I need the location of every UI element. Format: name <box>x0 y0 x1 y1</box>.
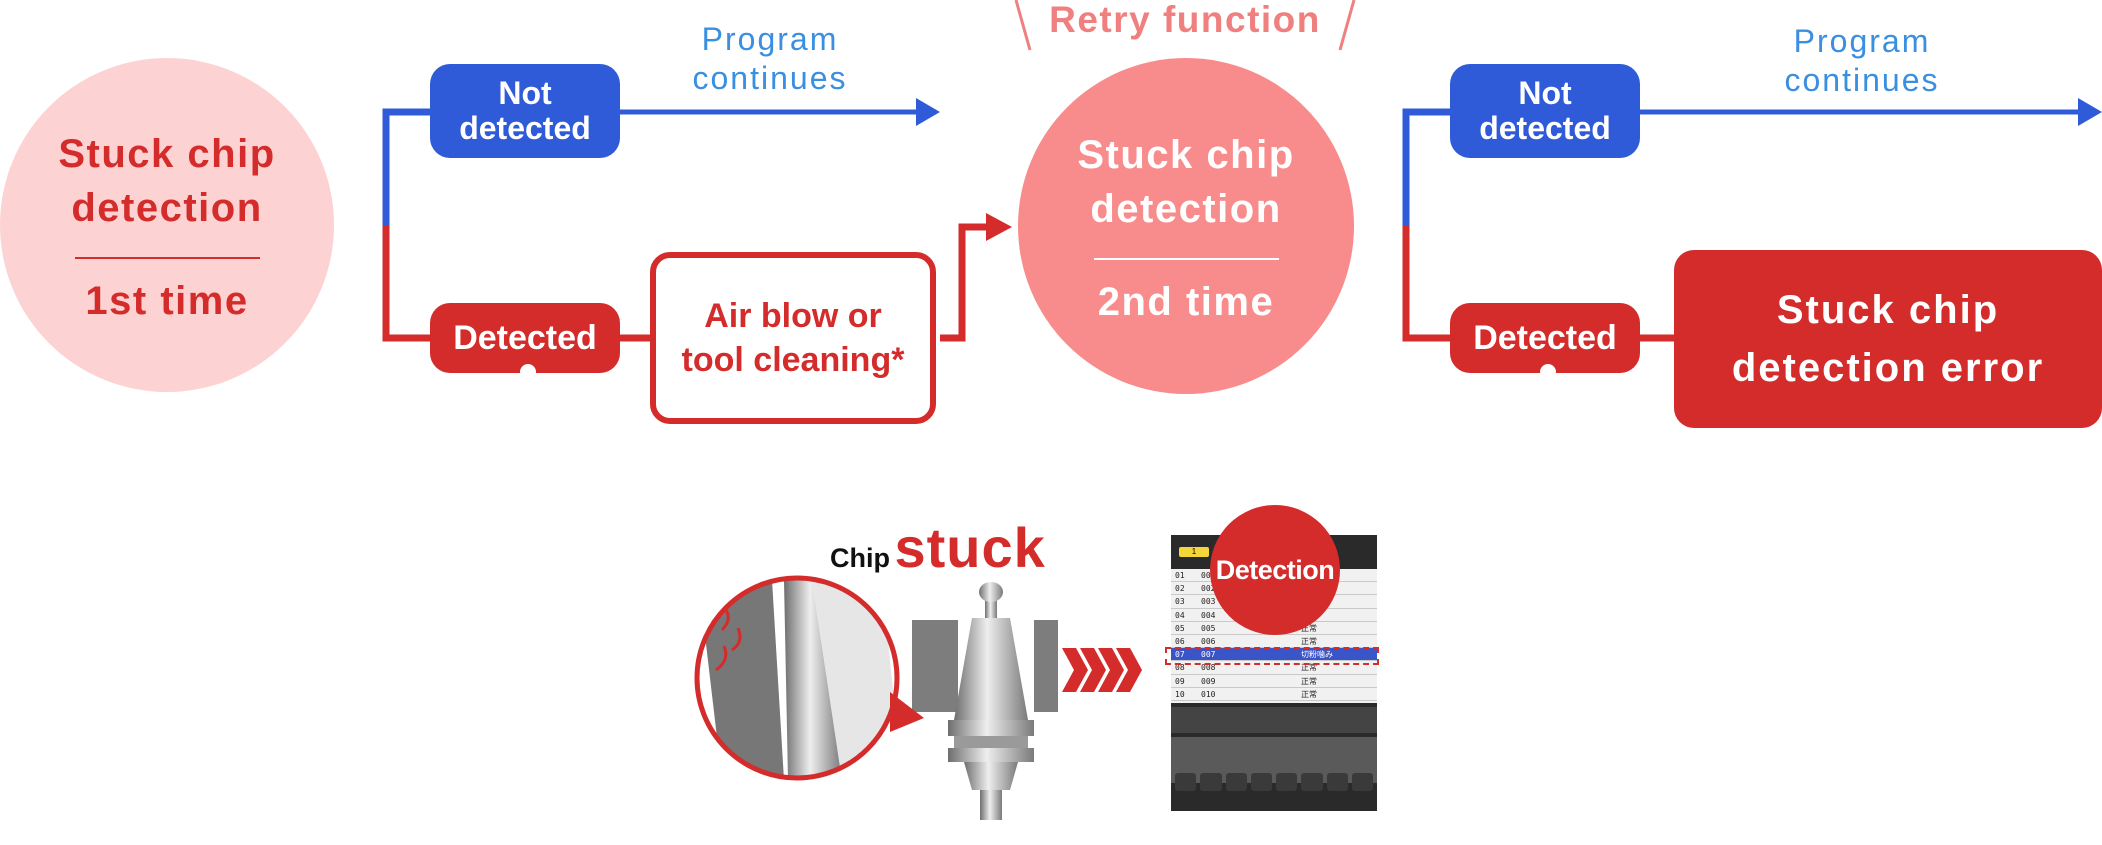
zoom-ring <box>694 575 900 781</box>
first-detection-title-line2: detection <box>71 186 263 230</box>
branch1-program-continues-label: Program continues <box>660 20 880 98</box>
branch2-continue-arrowhead <box>2078 98 2102 126</box>
branch1-detected-box: Detected <box>430 303 620 373</box>
screen-cell-id: 007 <box>1201 650 1216 660</box>
branch1-continue-arrowhead <box>916 98 940 126</box>
tool-holder-illustration <box>694 575 1058 820</box>
screen-highlight-dash <box>1165 647 1379 665</box>
detection-error-box: Stuck chip detection error <box>1674 250 2102 428</box>
detection-badge: Detection <box>1210 505 1340 635</box>
second-detection-title-line1: Stuck chip <box>1077 133 1295 177</box>
branch2-not-detected-line1: Not <box>1518 75 1572 111</box>
stuck-word: stuck <box>894 516 1046 579</box>
second-detection-subtitle: 2nd time <box>1097 280 1275 324</box>
screen-cell-id: 008 <box>1201 663 1216 673</box>
retry-function-label: Retry function <box>1049 0 1321 40</box>
branch1-blue-line <box>382 108 430 226</box>
screen-cell-no: 03 <box>1175 597 1185 607</box>
retry-arrowhead <box>986 213 1012 241</box>
branch2-detected-box: Detected <box>1450 303 1640 373</box>
detection-badge-label: Detection <box>1215 554 1335 585</box>
screen-table: 01001020020300304004正常05005正常06006正常0700… <box>1171 569 1377 703</box>
branch2-program-line2: continues <box>1784 62 1940 98</box>
screen-cell-no: 10 <box>1175 689 1185 699</box>
screen-cell-no: 09 <box>1175 676 1185 686</box>
screen-cell-no: 08 <box>1175 663 1185 673</box>
screen-cell-no: 01 <box>1175 571 1185 580</box>
second-detection-title-line2: detection <box>1090 187 1282 231</box>
action-line1: Air blow or <box>704 297 882 335</box>
screen-cell-id: 002 <box>1201 584 1216 594</box>
retry-right-slash <box>1338 0 1356 51</box>
screen-cell-no: 05 <box>1175 623 1185 633</box>
branch1-program-line1: Program <box>701 21 839 57</box>
screen-table-row: 09 009 正常 <box>1171 675 1377 688</box>
first-detection-title-line1: Stuck chip <box>58 132 276 176</box>
spindle-right-block <box>1034 620 1058 712</box>
branch2-detected-label: Detected <box>1473 318 1617 357</box>
retry-left-slash <box>1014 0 1032 51</box>
screen-cell-status: 正常 <box>1301 689 1317 699</box>
branch1-not-detected-box: Not detected <box>430 64 620 158</box>
screen-table-row: 07 007 切粉噛み <box>1171 648 1377 662</box>
screen-cell-id: 010 <box>1201 689 1216 699</box>
action-to-retry-line <box>940 223 988 342</box>
screen-table-row: 08 008 正常 <box>1171 661 1377 675</box>
screen-cell-status: 正常 <box>1301 676 1317 686</box>
branch2-blue-line <box>1402 108 1450 226</box>
screen-cell-no: 02 <box>1175 584 1185 594</box>
branch1-not-detected-line2: detected <box>459 110 591 146</box>
branch2-red-line <box>1402 226 1450 342</box>
screen-cell-status: 正常 <box>1301 637 1317 646</box>
tool-holder <box>948 582 1034 820</box>
screen-tab: 1 <box>1179 547 1209 557</box>
branch1-red-line <box>382 226 430 342</box>
second-detection-divider <box>1093 258 1279 260</box>
error-line2: detection error <box>1731 346 2045 390</box>
chevron-arrows <box>1062 648 1142 692</box>
screen-cell-no: 07 <box>1175 650 1185 660</box>
screen-cell-no: 04 <box>1175 610 1185 620</box>
branch2-program-continues-label: Program continues <box>1752 22 1972 100</box>
screen-cell-status: 正常 <box>1301 663 1317 673</box>
screen-cell-id: 005 <box>1201 623 1216 633</box>
spindle-left-block <box>912 620 958 712</box>
screen-table-row: 10 010 正常 <box>1171 688 1377 701</box>
error-line1: Stuck chip <box>1776 288 2000 332</box>
first-detection-circle: Stuck chip detection 1st time <box>0 58 334 392</box>
screen-cell-id: 001 <box>1201 571 1216 580</box>
screen-cell-id: 009 <box>1201 676 1216 686</box>
branch1-program-line2: continues <box>692 60 848 96</box>
screen-cell-status: 切粉噛み <box>1301 650 1333 660</box>
branch1-not-detected-line1: Not <box>498 75 552 111</box>
branch1-detected-notch <box>520 364 536 380</box>
screen-cell-id: 004 <box>1201 610 1216 620</box>
screen-cell-status: 正常 <box>1301 623 1317 633</box>
branch2-not-detected-box: Not detected <box>1450 64 1640 158</box>
screen-panel-1 <box>1171 707 1377 733</box>
zoom-pointer <box>890 692 924 732</box>
first-detection-subtitle: 1st time <box>85 279 249 323</box>
first-detection-divider <box>74 257 260 259</box>
branch1-detected-label: Detected <box>453 318 597 357</box>
air-blow-action-box: Air blow or tool cleaning* <box>650 252 936 424</box>
screen-cell-id: 003 <box>1201 597 1216 607</box>
branch2-detected-notch <box>1540 364 1556 380</box>
screen-cell-no: 06 <box>1175 637 1185 646</box>
branch2-program-line1: Program <box>1793 23 1931 59</box>
screen-cell-id: 006 <box>1201 637 1216 646</box>
chip-word: Chip <box>830 543 890 573</box>
screen-buttons <box>1175 773 1373 791</box>
chip-stuck-caption: Chip stuck <box>830 515 1046 580</box>
branch2-not-detected-line2: detected <box>1479 110 1611 146</box>
zoom-detail <box>697 578 897 778</box>
action-line2: tool cleaning* <box>681 341 905 379</box>
second-detection-circle: Stuck chip detection 2nd time <box>1018 58 1354 394</box>
